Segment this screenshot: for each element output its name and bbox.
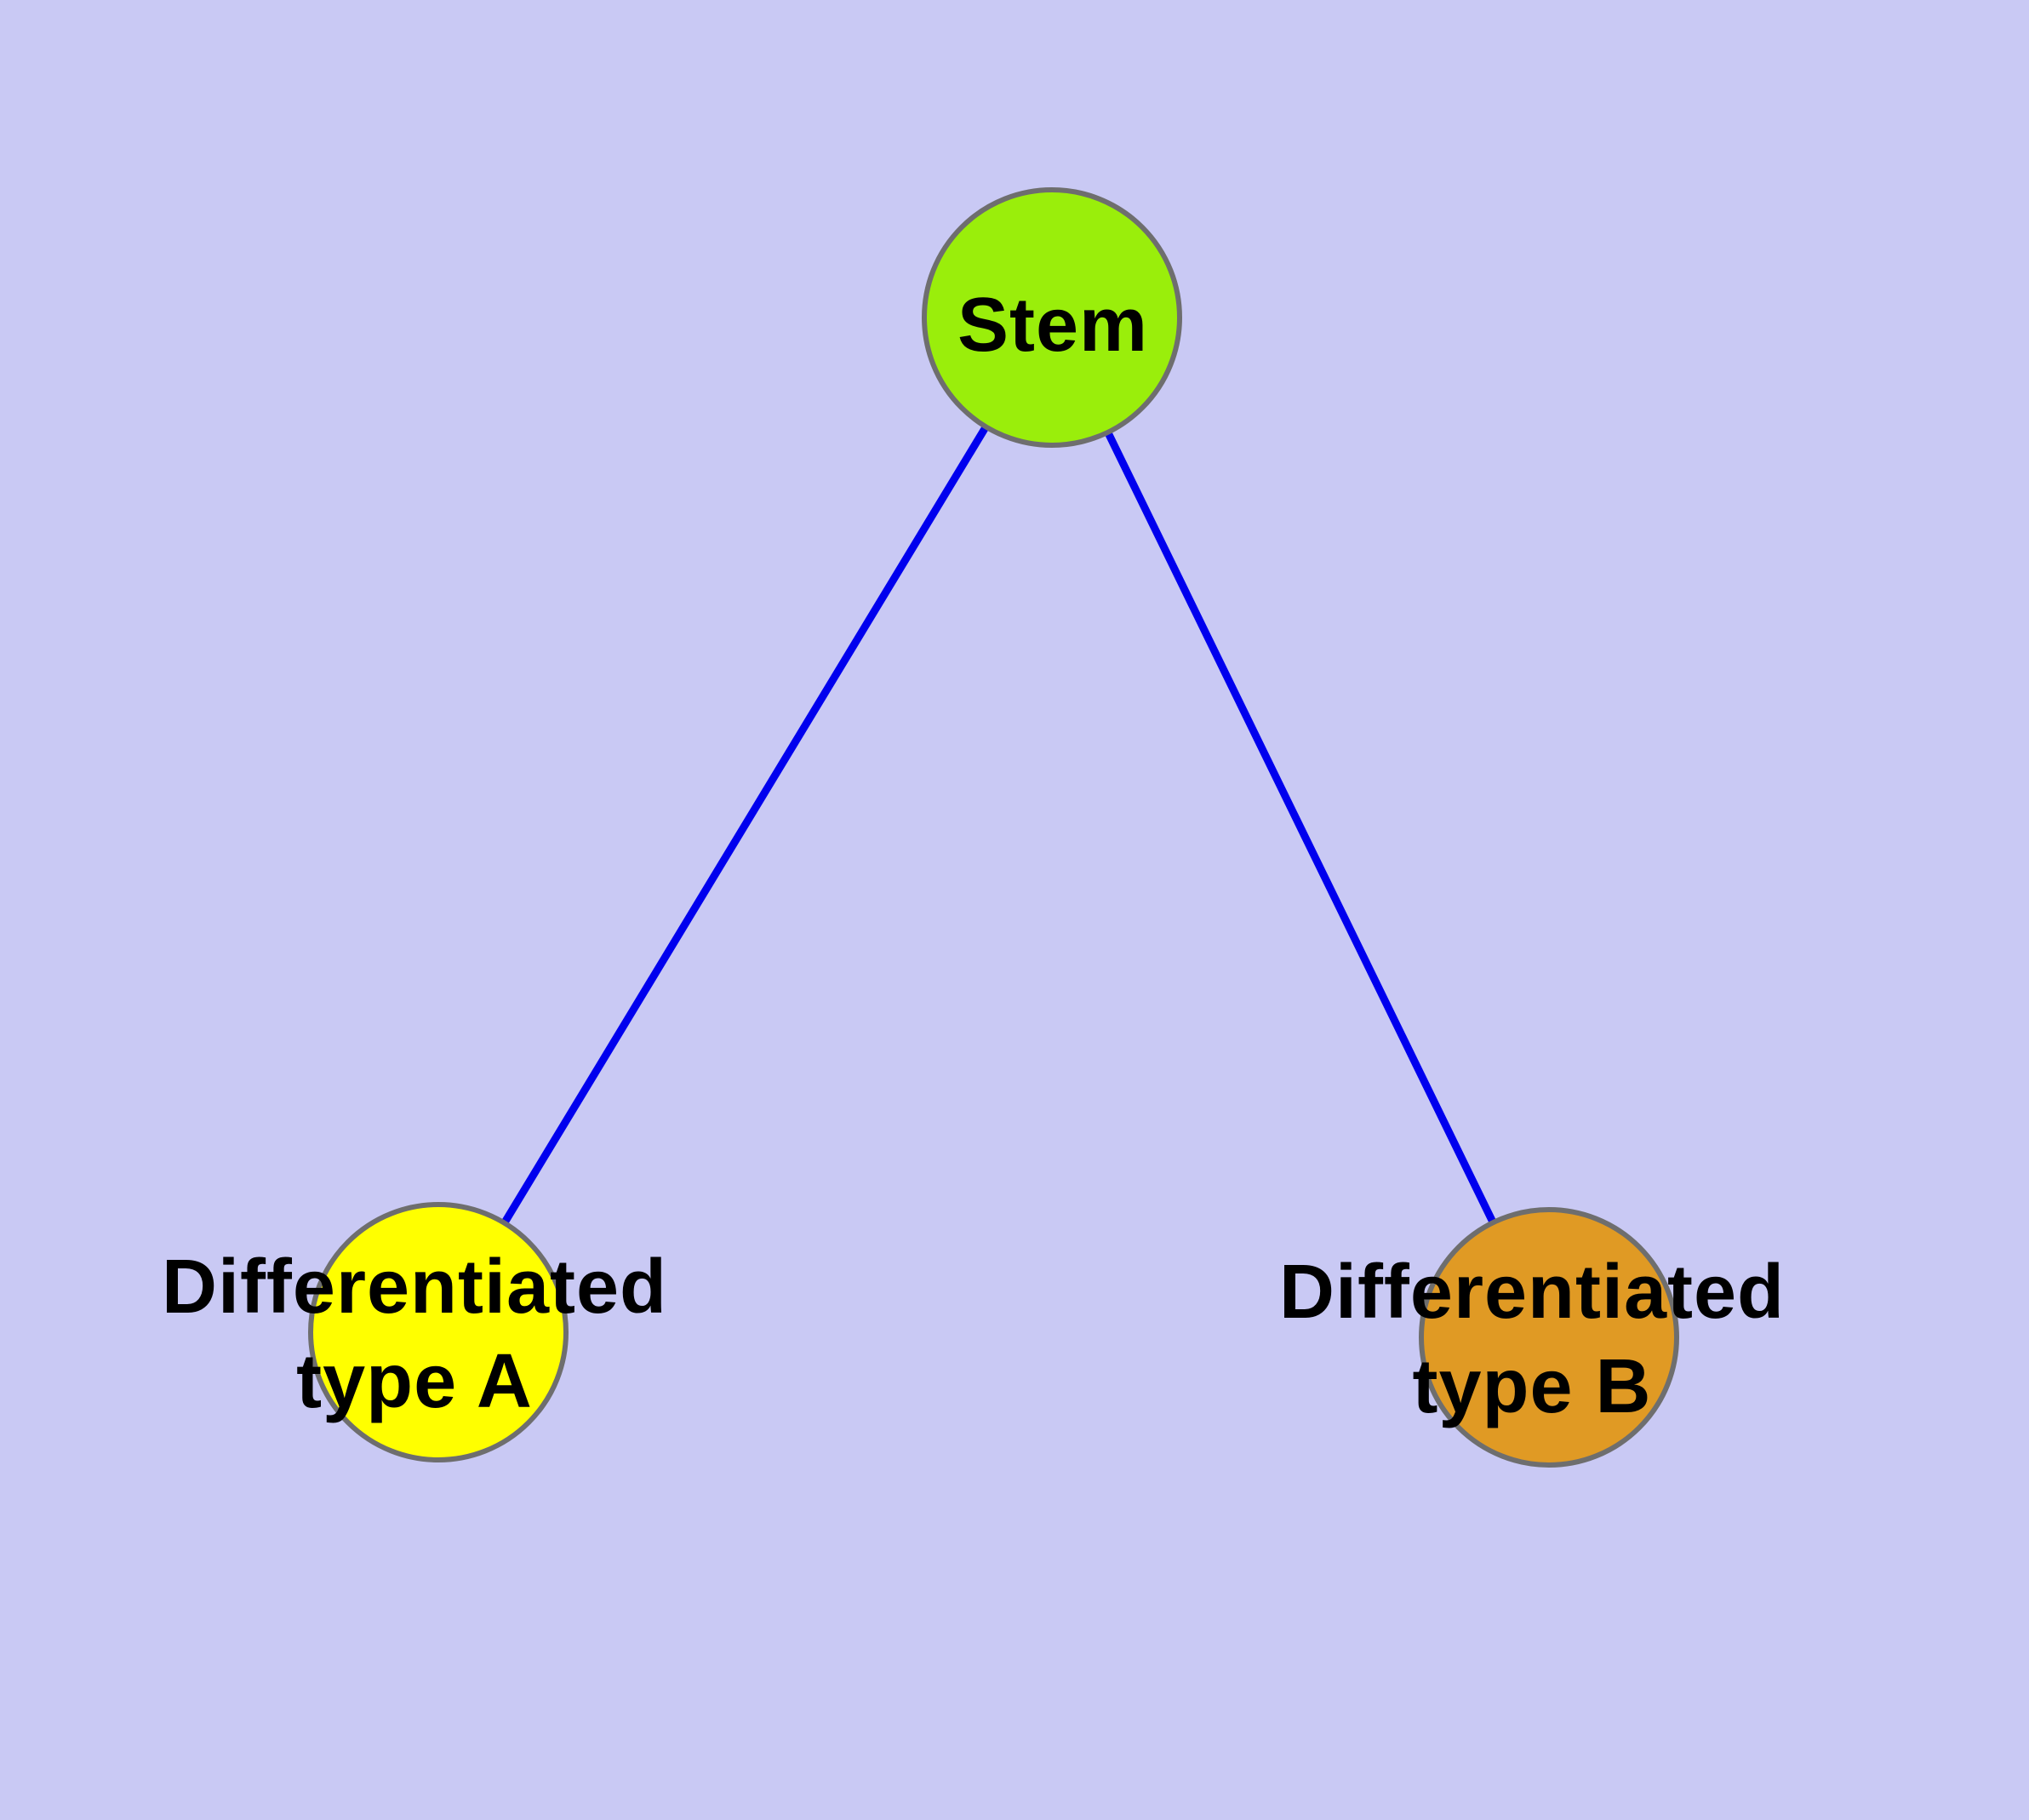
node-type-a-label-line1: Differentiated: [162, 1245, 667, 1330]
node-type-b-label-line1: Differentiated: [1279, 1250, 1785, 1335]
node-differentiated-type-b: Differentiated type B: [1279, 1207, 1785, 1468]
edge-stem-to-type-a: [435, 315, 1055, 1335]
node-stem-label: Stem: [957, 283, 1148, 368]
node-type-b-label-line2: type B: [1412, 1344, 1651, 1429]
edge-stem-to-type-b: [1048, 316, 1553, 1339]
edge-layer: [435, 315, 1553, 1339]
node-type-a-circle: [308, 1202, 569, 1462]
node-stem-circle: [922, 187, 1182, 448]
node-type-b-circle: [1419, 1207, 1679, 1468]
node-type-a-label-line2: type A: [296, 1339, 533, 1424]
node-differentiated-type-a: Differentiated type A: [162, 1202, 667, 1462]
node-stem: Stem: [922, 187, 1182, 448]
